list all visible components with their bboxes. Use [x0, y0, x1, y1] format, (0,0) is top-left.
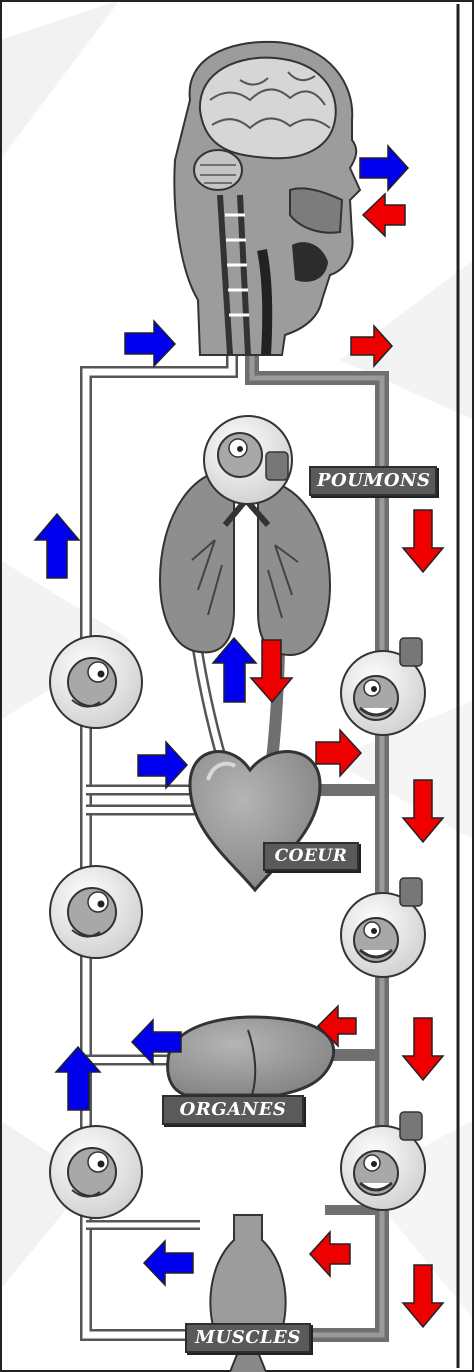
character-bubble-left-3 [50, 1126, 142, 1218]
organs-label: ORGANES [162, 1095, 304, 1125]
heart-label: COEUR [263, 842, 359, 871]
character-bubble-lungs [204, 416, 292, 504]
character-bubble-left-1 [50, 636, 142, 728]
lungs-label: POUMONS [309, 466, 437, 496]
muscles-label: MUSCLES [185, 1323, 311, 1353]
character-bubble-left-2 [50, 866, 142, 958]
organs-illustration [168, 1017, 334, 1095]
